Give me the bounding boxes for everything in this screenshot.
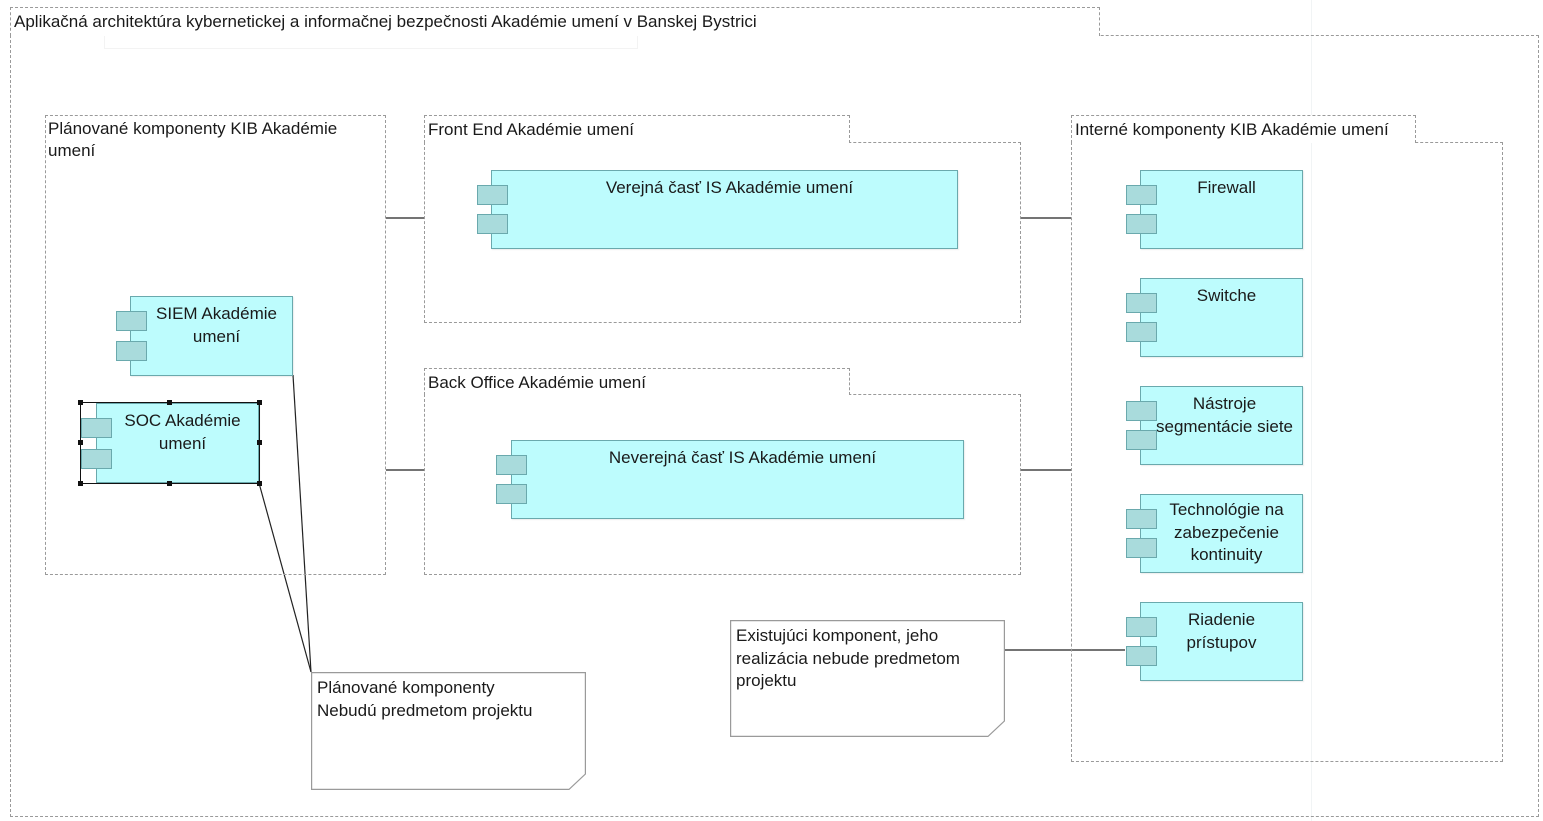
component-port-icon [496, 455, 527, 475]
note-existing-text: Existujúci komponent, jeho realizácia ne… [736, 626, 960, 690]
component-label: Riadenie prístupov [1186, 610, 1257, 652]
resize-handle[interactable] [78, 481, 83, 486]
note-shape [311, 672, 586, 790]
component-segmentation[interactable]: Nástroje segmentácie siete [1140, 386, 1303, 465]
connector-siem-note [292, 374, 312, 673]
resize-handle[interactable] [167, 400, 172, 405]
background-artifact-strip [1311, 0, 1312, 821]
component-label: Nástroje segmentácie siete [1155, 394, 1294, 436]
component-firewall[interactable]: Firewall [1140, 170, 1303, 249]
group-internal-label: Interné komponenty KIB Akadémie umení [1071, 115, 1416, 143]
component-port-icon [477, 185, 508, 205]
component-port-icon [1126, 509, 1157, 529]
group-planned-label: Plánované komponenty KIB Akadémie umení [48, 119, 338, 160]
diagram-title: Aplikačná architektúra kybernetickej a i… [10, 7, 1100, 36]
component-label: Verejná časť IS Akadémie umení [605, 178, 854, 197]
note-planned[interactable]: Plánované komponenty Nebudú predmetom pr… [311, 672, 586, 790]
group-planned-frame [45, 115, 386, 575]
component-port-icon [116, 341, 147, 361]
component-label: Neverejná časť IS Akadémie umení [608, 448, 877, 467]
component-port-icon [1126, 322, 1157, 342]
component-label: Switche [1196, 286, 1257, 305]
component-port-icon [116, 311, 147, 331]
note-planned-line1: Plánované komponenty [317, 678, 495, 697]
component-access[interactable]: Riadenie prístupov [1140, 602, 1303, 681]
component-siem[interactable]: SIEM Akadémie umení [130, 296, 293, 376]
component-port-icon [1126, 430, 1157, 450]
note-existing[interactable]: Existujúci komponent, jeho realizácia ne… [730, 620, 1005, 737]
component-port-icon [477, 214, 508, 234]
component-public-is[interactable]: Verejná časť IS Akadémie umení [491, 170, 958, 249]
note-planned-line2: Nebudú predmetom projektu [317, 700, 533, 720]
component-label: SOC Akadémie umení [124, 411, 241, 453]
resize-handle[interactable] [78, 440, 83, 445]
component-label: SIEM Akadémie umení [156, 304, 277, 346]
note-shape [730, 620, 1005, 737]
resize-handle[interactable] [257, 400, 262, 405]
component-port-icon [496, 484, 527, 504]
component-continuity[interactable]: Technológie na zabezpečenie kontinuity [1140, 494, 1303, 573]
component-port-icon [1126, 617, 1157, 637]
connector-soc-note [258, 482, 312, 673]
component-label: Firewall [1197, 178, 1256, 197]
selection-box [80, 402, 260, 484]
component-label: Technológie na zabezpečenie kontinuity [1169, 500, 1284, 564]
group-frontend-label: Front End Akadémie umení [424, 115, 850, 143]
component-port-icon [81, 449, 112, 469]
component-port-icon [1126, 185, 1157, 205]
component-port-icon [1126, 538, 1157, 558]
component-port-icon [1126, 401, 1157, 421]
component-port-icon [1126, 293, 1157, 313]
resize-handle[interactable] [257, 440, 262, 445]
resize-handle[interactable] [257, 481, 262, 486]
component-soc[interactable]: SOC Akadémie umení [96, 403, 259, 483]
component-switche[interactable]: Switche [1140, 278, 1303, 357]
component-port-icon [1126, 646, 1157, 666]
group-backoffice-label: Back Office Akadémie umení [424, 368, 850, 395]
component-private-is[interactable]: Neverejná časť IS Akadémie umení [511, 440, 964, 519]
resize-handle[interactable] [78, 400, 83, 405]
component-port-icon [1126, 214, 1157, 234]
resize-handle[interactable] [167, 481, 172, 486]
component-port-icon [81, 418, 112, 438]
